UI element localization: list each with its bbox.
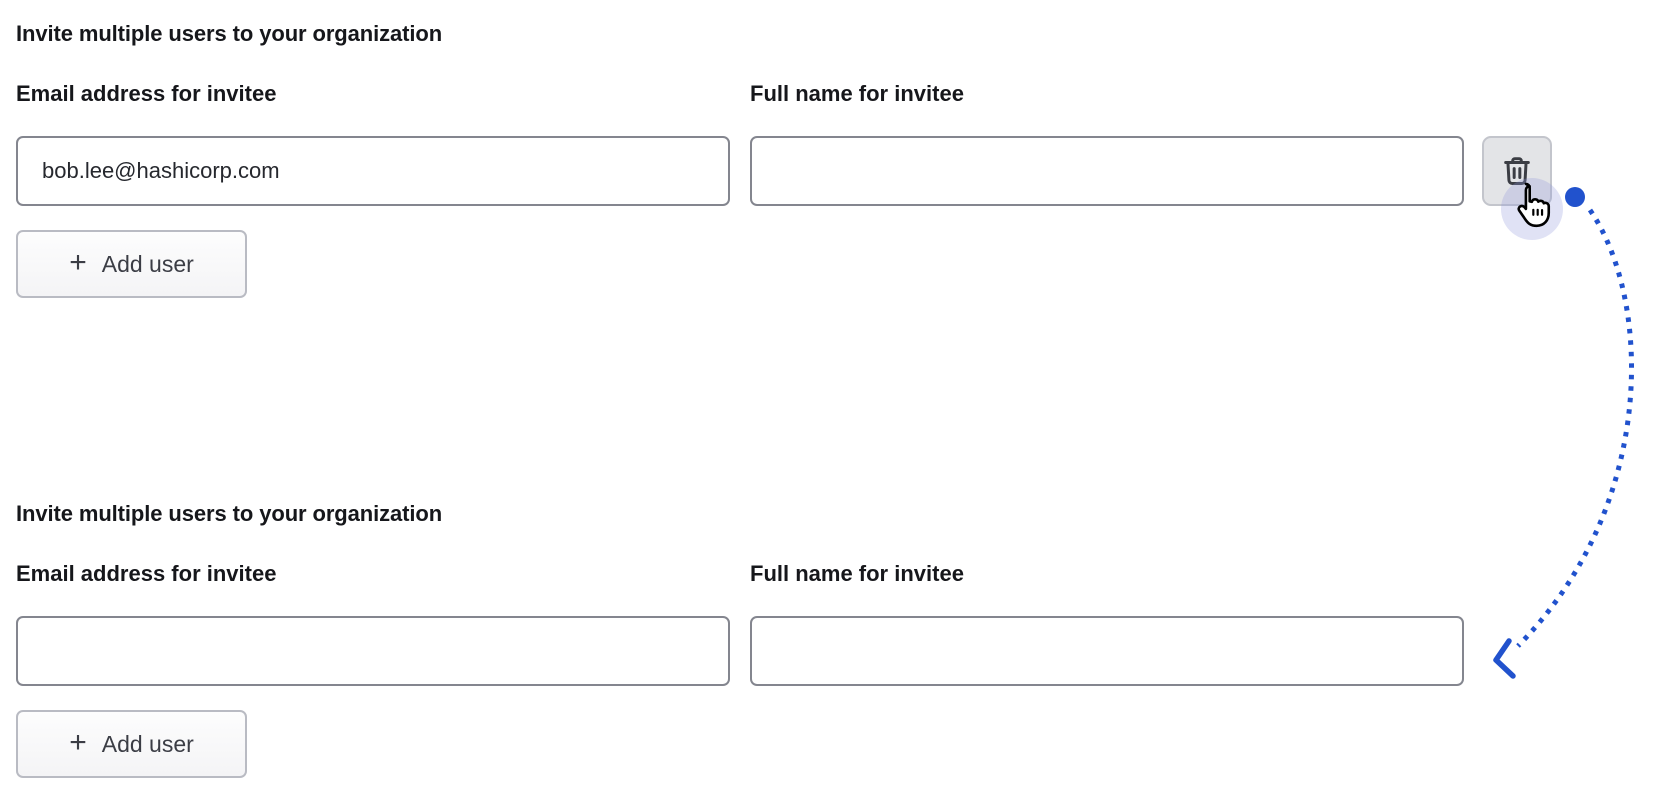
delete-row-button[interactable]: [1482, 136, 1552, 206]
email-label: Email address for invitee: [16, 81, 277, 106]
invite-users-section-before: Invite multiple users to your organizati…: [16, 20, 1552, 298]
full-name-label: Full name for invitee: [750, 561, 964, 586]
full-name-label: Full name for invitee: [750, 81, 964, 106]
section-heading: Invite multiple users to your organizati…: [16, 21, 443, 46]
add-user-label: Add user: [101, 250, 194, 277]
invite-users-section-after: Invite multiple users to your organizati…: [16, 500, 1484, 778]
add-user-button[interactable]: + Add user: [16, 230, 247, 298]
plus-icon: +: [69, 725, 87, 759]
full-name-input[interactable]: [750, 136, 1464, 206]
full-name-input[interactable]: [750, 616, 1464, 686]
invitee-row: [16, 136, 1552, 206]
annotation-origin-dot: [1565, 187, 1585, 207]
add-user-label: Add user: [101, 730, 194, 757]
email-input[interactable]: [16, 136, 730, 206]
field-labels-row: Email address for invitee Full name for …: [16, 560, 1484, 588]
plus-icon: +: [69, 245, 87, 279]
invitee-row: [16, 616, 1484, 686]
field-labels-row: Email address for invitee Full name for …: [16, 80, 1552, 108]
email-input[interactable]: [16, 616, 730, 686]
section-heading: Invite multiple users to your organizati…: [16, 501, 443, 526]
email-label: Email address for invitee: [16, 561, 277, 586]
add-user-button[interactable]: + Add user: [16, 710, 247, 778]
arrowhead-icon: [1493, 638, 1516, 679]
trash-icon: [1500, 154, 1534, 188]
